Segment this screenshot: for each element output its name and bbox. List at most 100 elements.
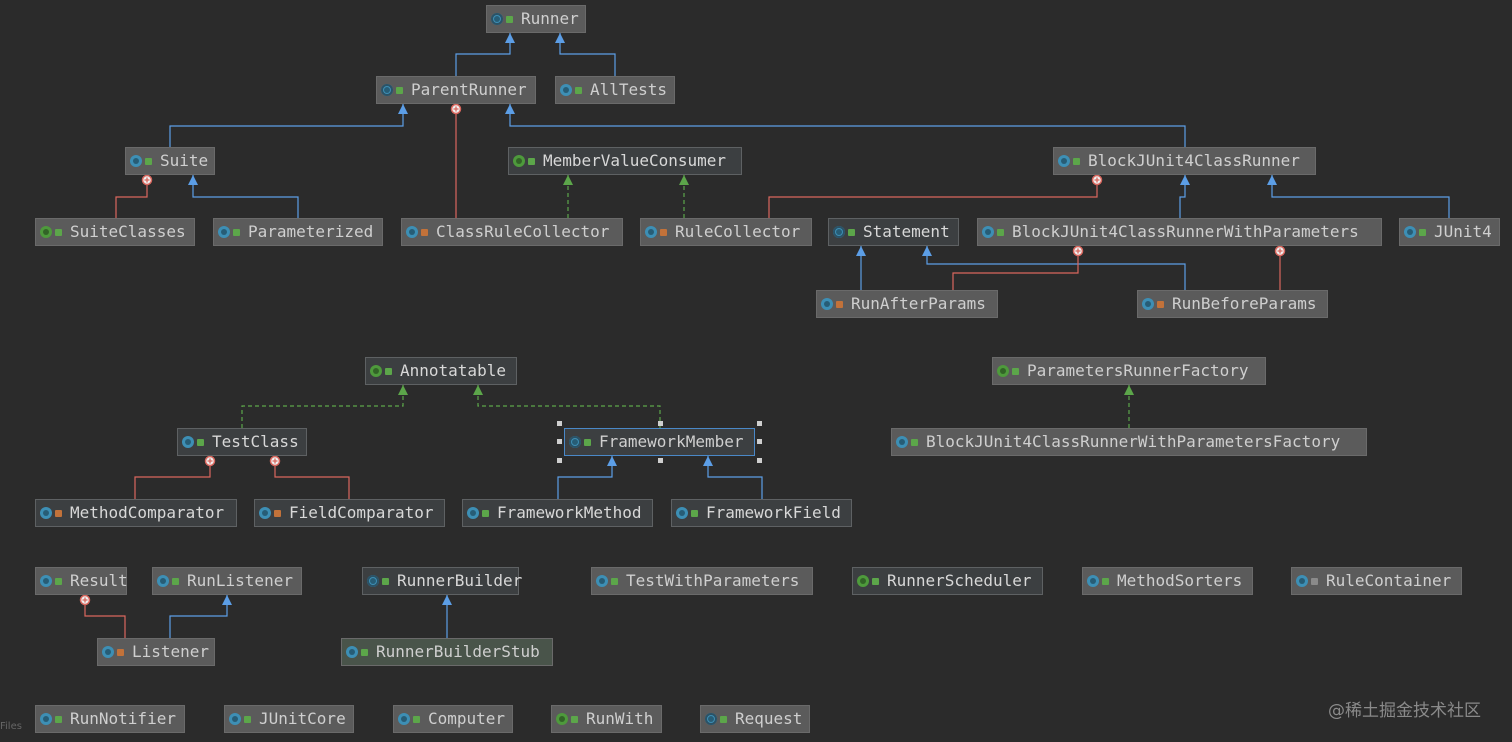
edge-extends[interactable] bbox=[555, 33, 616, 76]
selection-handle[interactable] bbox=[757, 421, 762, 426]
annotation-icon bbox=[556, 713, 568, 725]
class-node-method-comparator[interactable]: MethodComparator bbox=[35, 499, 237, 527]
class-name-label: ClassRuleCollector bbox=[436, 222, 610, 241]
class-icon bbox=[1296, 575, 1308, 587]
edge-extends[interactable] bbox=[557, 456, 617, 499]
edge-inner[interactable] bbox=[269, 455, 350, 499]
class-node-parent-runner[interactable]: ParentRunner bbox=[376, 76, 536, 104]
public-visibility-icon bbox=[233, 228, 240, 236]
class-node-runner[interactable]: Runner bbox=[486, 5, 586, 33]
class-node-framework-method[interactable]: FrameworkMethod bbox=[462, 499, 653, 527]
class-node-listener[interactable]: Listener bbox=[97, 638, 215, 666]
class-node-junit4[interactable]: JUnit4 bbox=[1399, 218, 1500, 246]
class-node-run-notifier[interactable]: RunNotifier bbox=[35, 705, 185, 733]
class-node-run-listener[interactable]: RunListener bbox=[152, 567, 302, 595]
class-node-block-junit4-class-runner-with-parameters-factory[interactable]: BlockJUnit4ClassRunnerWithParametersFact… bbox=[891, 428, 1367, 456]
class-node-annotatable[interactable]: Annotatable bbox=[365, 357, 517, 385]
private-visibility-icon bbox=[117, 648, 124, 656]
edge-inner[interactable] bbox=[1274, 245, 1286, 290]
class-node-member-value-consumer[interactable]: MemberValueConsumer bbox=[508, 147, 742, 175]
edge-implements[interactable] bbox=[241, 385, 408, 428]
class-node-runner-builder[interactable]: RunnerBuilder bbox=[362, 567, 522, 595]
class-node-parameters-runner-factory[interactable]: ParametersRunnerFactory bbox=[992, 357, 1266, 385]
edge-implements[interactable] bbox=[1124, 385, 1134, 428]
public-visibility-icon bbox=[1102, 577, 1109, 585]
class-node-junit-core[interactable]: JUnitCore bbox=[224, 705, 354, 733]
edge-inner[interactable] bbox=[79, 594, 126, 638]
arrowhead-icon bbox=[505, 33, 515, 43]
class-node-run-after-params[interactable]: RunAfterParams bbox=[816, 290, 998, 318]
edge-line bbox=[477, 385, 661, 428]
class-node-rule-collector[interactable]: RuleCollector bbox=[640, 218, 812, 246]
class-node-all-tests[interactable]: AllTests bbox=[555, 76, 675, 104]
class-node-result[interactable]: Result bbox=[35, 567, 128, 595]
class-node-framework-member[interactable]: FrameworkMember bbox=[564, 428, 755, 456]
edge-extends[interactable] bbox=[442, 595, 452, 638]
edge-extends[interactable] bbox=[1179, 175, 1190, 218]
class-node-run-before-params[interactable]: RunBeforeParams bbox=[1137, 290, 1328, 318]
edge-extends[interactable] bbox=[703, 456, 763, 499]
edge-implements[interactable] bbox=[563, 175, 573, 218]
class-name-label: FrameworkMember bbox=[599, 432, 744, 451]
interface-icon bbox=[513, 155, 525, 167]
class-name-label: SuiteClasses bbox=[70, 222, 186, 241]
interface-icon bbox=[997, 365, 1009, 377]
selection-handle[interactable] bbox=[757, 439, 762, 444]
files-tab-label[interactable]: Files bbox=[0, 721, 22, 732]
selection-handle[interactable] bbox=[657, 421, 663, 426]
class-node-test-class[interactable]: TestClass bbox=[177, 428, 307, 456]
class-node-field-comparator[interactable]: FieldComparator bbox=[254, 499, 445, 527]
edge-extends[interactable] bbox=[188, 175, 299, 218]
class-icon bbox=[229, 713, 241, 725]
class-node-runner-builder-stub[interactable]: RunnerBuilderStub bbox=[341, 638, 553, 666]
inner-class-marker-icon bbox=[269, 455, 281, 467]
arrowhead-icon bbox=[607, 456, 617, 466]
edge-extends[interactable] bbox=[856, 246, 866, 290]
interface-icon bbox=[857, 575, 869, 587]
selection-handle[interactable] bbox=[557, 439, 562, 444]
class-node-rule-container[interactable]: RuleContainer bbox=[1291, 567, 1462, 595]
class-icon bbox=[596, 575, 608, 587]
selection-handle[interactable] bbox=[557, 458, 562, 463]
edge-inner[interactable] bbox=[450, 103, 462, 218]
edge-extends[interactable] bbox=[169, 104, 408, 147]
class-node-parameterized[interactable]: Parameterized bbox=[213, 218, 383, 246]
selection-handle[interactable] bbox=[657, 458, 663, 463]
edge-extends[interactable] bbox=[505, 104, 1186, 147]
edge-line bbox=[926, 246, 1186, 290]
abstract-icon bbox=[367, 575, 379, 587]
edge-extends[interactable] bbox=[922, 246, 1186, 290]
class-node-statement[interactable]: Statement bbox=[828, 218, 959, 246]
edge-extends[interactable] bbox=[1267, 175, 1450, 218]
edge-inner[interactable] bbox=[115, 174, 153, 218]
class-node-framework-field[interactable]: FrameworkField bbox=[671, 499, 852, 527]
watermark: @稀土掘金技术社区 bbox=[1328, 701, 1481, 721]
edge-inner[interactable] bbox=[768, 174, 1103, 218]
class-node-request[interactable]: Request bbox=[700, 705, 810, 733]
class-node-suite[interactable]: Suite bbox=[125, 147, 215, 175]
arrowhead-icon bbox=[563, 175, 573, 185]
edge-inner[interactable] bbox=[134, 455, 216, 499]
class-name-label: RunAfterParams bbox=[851, 294, 986, 313]
inner-class-marker-icon bbox=[450, 103, 462, 115]
edge-implements[interactable] bbox=[473, 385, 661, 428]
selection-handle[interactable] bbox=[757, 458, 762, 463]
class-node-runner-scheduler[interactable]: RunnerScheduler bbox=[852, 567, 1043, 595]
selection-handle[interactable] bbox=[557, 421, 562, 426]
class-node-method-sorters[interactable]: MethodSorters bbox=[1082, 567, 1253, 595]
edge-extends[interactable] bbox=[455, 33, 515, 76]
edge-line bbox=[134, 456, 211, 499]
class-name-label: TestWithParameters bbox=[626, 571, 800, 590]
class-node-computer[interactable]: Computer bbox=[393, 705, 513, 733]
class-node-class-rule-collector[interactable]: ClassRuleCollector bbox=[401, 218, 623, 246]
class-name-label: Annotatable bbox=[400, 361, 506, 380]
class-node-run-with[interactable]: RunWith bbox=[551, 705, 662, 733]
edge-extends[interactable] bbox=[169, 595, 232, 638]
edge-inner[interactable] bbox=[952, 245, 1084, 290]
class-node-test-with-parameters[interactable]: TestWithParameters bbox=[591, 567, 813, 595]
class-node-block-junit4-class-runner[interactable]: BlockJUnit4ClassRunner bbox=[1053, 147, 1316, 175]
class-node-block-junit4-class-runner-with-parameters[interactable]: BlockJUnit4ClassRunnerWithParameters bbox=[977, 218, 1382, 246]
edge-implements[interactable] bbox=[679, 175, 689, 218]
public-visibility-icon bbox=[382, 577, 389, 585]
class-node-suite-classes[interactable]: SuiteClasses bbox=[35, 218, 195, 246]
